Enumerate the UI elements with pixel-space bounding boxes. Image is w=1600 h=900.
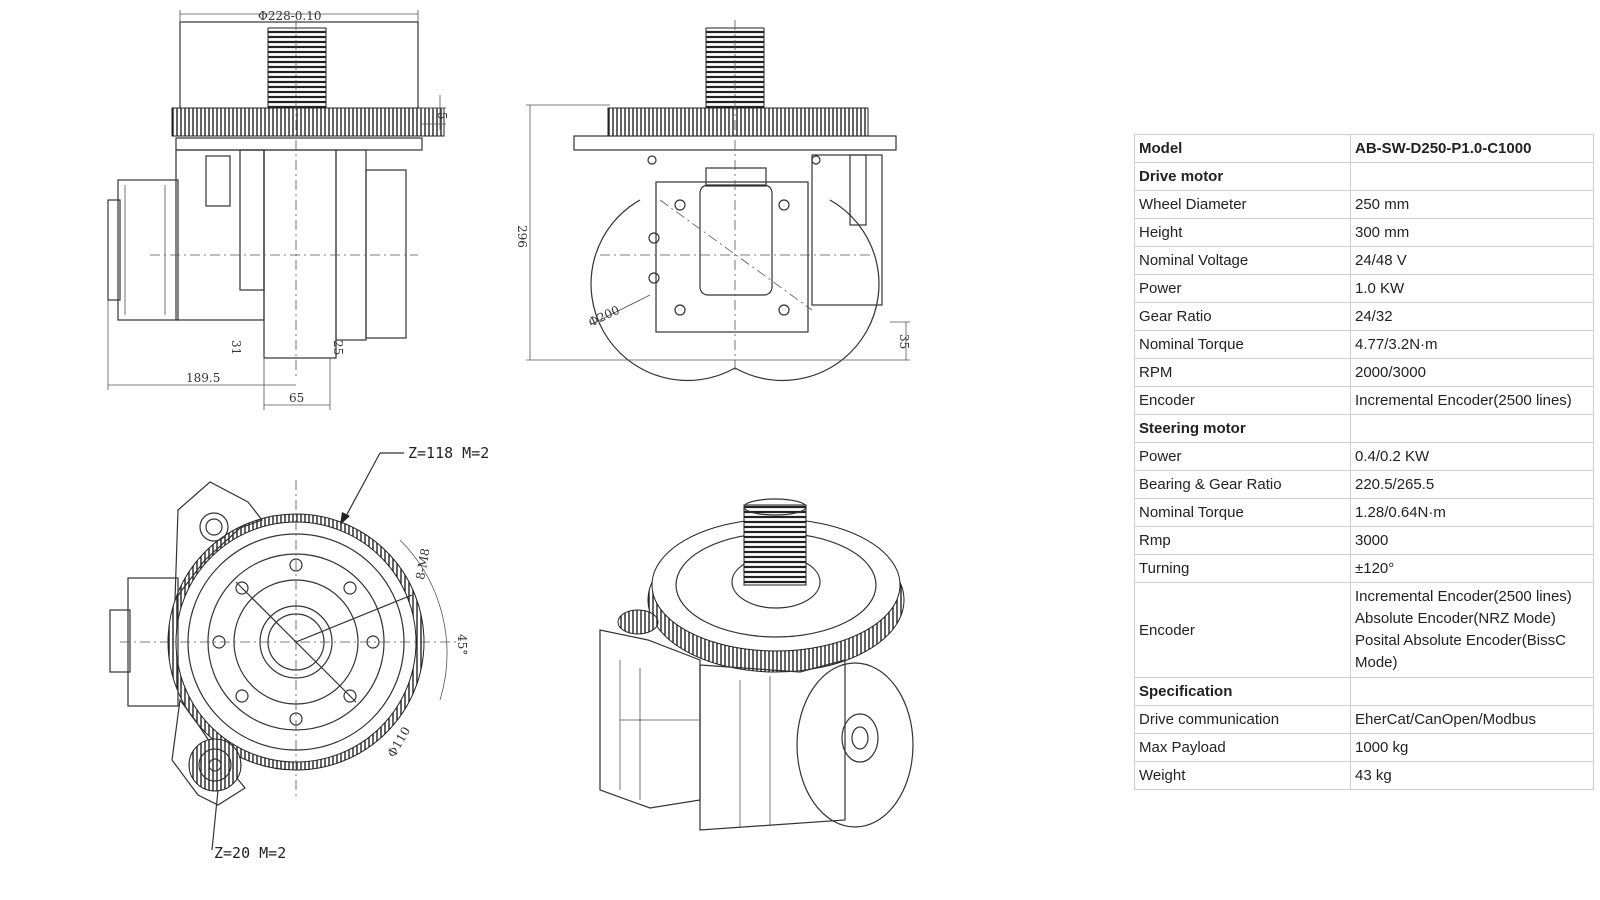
dim-wheel-diameter: Φ200 [586,303,622,330]
table-cell: Bearing & Gear Ratio [1134,470,1351,499]
dim-35: 35 [897,334,911,349]
section-header-row: Drive motor [1134,162,1594,191]
table-cell: Nominal Voltage [1134,246,1351,275]
table-cell [1350,677,1594,706]
table-cell: Weight [1134,761,1351,790]
isometric-view-drawing [599,498,914,831]
table-cell: Power [1134,442,1351,471]
table-cell: Drive communication [1134,705,1351,734]
table-cell: 1.0 KW [1350,274,1594,303]
spec-table: Model AB-SW-D250-P1.0-C1000 Drive motor … [1134,134,1594,790]
gear-large-label: Z=118 M=2 [408,444,489,462]
table-cell: EherCat/CanOpen/Modbus [1350,705,1594,734]
section-header-row: Specification [1134,677,1594,706]
section-header-row: Steering motor [1134,414,1594,443]
table-cell: Steering motor [1134,414,1351,443]
table-cell: Turning [1134,554,1351,583]
gear-small-label: Z=20 M=2 [214,844,286,862]
table-cell: Drive motor [1134,162,1351,191]
encoder-line: Incremental Encoder(2500 lines) [1355,588,1572,605]
dim-25: 25 [331,340,345,355]
dim-31: 31 [229,340,243,355]
table-cell: Power [1134,274,1351,303]
top-view-drawing: 8-M8 45° Φ110 Z=118 M=2 Z=20 M=2 [109,444,489,862]
table-cell: 24/48 V [1350,246,1594,275]
dim-5: 5 [435,112,449,120]
table-cell: 250 mm [1350,190,1594,219]
table-row: Model AB-SW-D250-P1.0-C1000 [1134,134,1594,163]
table-cell: RPM [1134,358,1351,387]
encoder-line: Absolute Encoder(NRZ Mode) [1355,610,1556,627]
table-cell: Model [1134,134,1351,163]
table-cell: Incremental Encoder(2500 lines) Absolute… [1350,582,1594,678]
table-cell: 0.4/0.2 KW [1350,442,1594,471]
table-cell: Nominal Torque [1134,498,1351,527]
table-cell: 43 kg [1350,761,1594,790]
table-cell: 300 mm [1350,218,1594,247]
table-cell: Specification [1134,677,1351,706]
dim-holes: 8-M8 [413,547,432,581]
table-cell: Gear Ratio [1134,302,1351,331]
table-cell: 4.77/3.2N·m [1350,330,1594,359]
table-cell: ±120° [1350,554,1594,583]
table-cell: Height [1134,218,1351,247]
table-cell: Incremental Encoder(2500 lines) [1350,386,1594,415]
table-cell: AB-SW-D250-P1.0-C1000 [1350,134,1594,163]
front-view-drawing: Φ228-0.10 189.5 65 31 25 5 [107,9,449,410]
spec-table-body: Model AB-SW-D250-P1.0-C1000 Drive motor … [1134,134,1594,790]
table-cell: Nominal Torque [1134,330,1351,359]
table-cell: Rmp [1134,526,1351,555]
table-cell: 2000/3000 [1350,358,1594,387]
table-cell: Encoder [1134,386,1351,415]
table-cell: Wheel Diameter [1134,190,1351,219]
dim-width-65: 65 [289,391,304,405]
table-cell [1350,162,1594,191]
side-view-drawing: 296 Φ200 35 [515,20,911,382]
table-cell: 24/32 [1350,302,1594,331]
dim-top-diameter: Φ228-0.10 [258,9,322,23]
table-cell: 1.28/0.64N·m [1350,498,1594,527]
encoder-line: Mode) [1355,654,1398,671]
encoder-line: Posital Absolute Encoder(BissC [1355,632,1566,649]
table-cell: Encoder [1134,582,1351,678]
technical-drawings: Φ228-0.10 189.5 65 31 25 5 [107,9,914,862]
dim-angle: 45° [455,634,469,655]
table-row: Encoder Incremental Encoder(2500 lines) … [1134,582,1594,678]
table-cell: 220.5/265.5 [1350,470,1594,499]
table-row: Turning±120° [1134,554,1594,583]
table-cell: Max Payload [1134,733,1351,762]
dim-height: 296 [515,225,529,248]
table-cell: 1000 kg [1350,733,1594,762]
table-cell [1350,414,1594,443]
dim-offset-left: 189.5 [186,371,220,385]
table-cell: 3000 [1350,526,1594,555]
